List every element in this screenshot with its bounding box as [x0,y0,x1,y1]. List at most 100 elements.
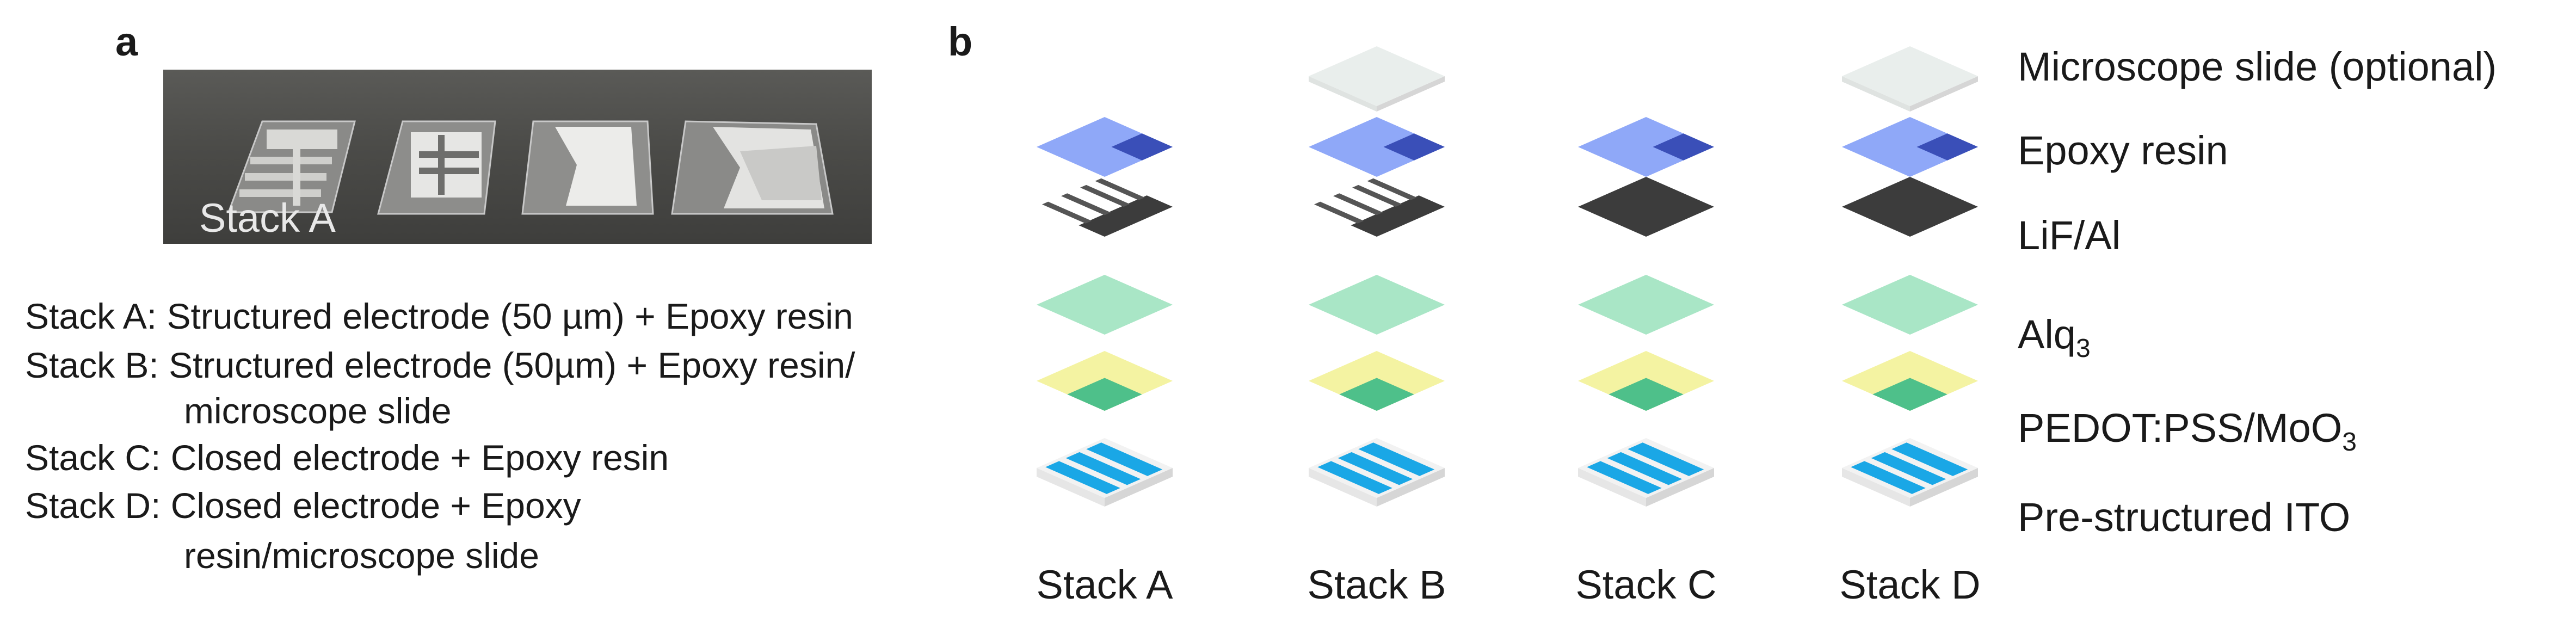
stack-c [1578,117,1714,507]
stack-d-epoxy-overlap [1916,133,1978,161]
stack-b-pedot-overlap [1339,378,1414,411]
legend-name-c: Stack C: [25,437,161,478]
stack-c-epoxy [1578,117,1714,177]
stack-d-alq [1842,275,1978,335]
stack-d-pedot-overlap [1872,378,1948,411]
photo-sample-2 [377,120,496,215]
stack-a-electrode [1042,178,1173,237]
stack-d-ito-stripe-2 [1891,442,1968,476]
photo-sample-3 [521,120,654,215]
layer-label-ito: Pre-structured ITO [2018,497,2350,538]
stack-a-alq [1037,275,1173,335]
stack-b-slide-side-right [1377,76,1445,112]
stack-d-slide-side-right [1910,76,1978,112]
photo-label: Stack A [199,195,336,241]
stack-a-electrode-bar [1079,195,1173,237]
stack-a-alq-top [1037,275,1173,335]
legend-line-a: Stack A: Structured electrode (50 µm) + … [25,298,853,334]
stack-a-ito-stripe-0 [1045,461,1120,494]
stack-b-finger-3 [1367,178,1417,200]
legend-text-a: Structured electrode (50 µm) + Epoxy res… [167,296,853,336]
stack-b-epoxy-top [1309,117,1445,177]
stack-d-electrode [1842,177,1978,237]
layer-label-alq: Alq3 [2018,315,2091,362]
sample-photo: Stack A [163,70,872,244]
stack-a-substrate-side-right [1105,468,1173,507]
legend-text-c: Closed electrode + Epoxy resin [170,437,669,478]
stack-b-finger-2 [1352,184,1402,207]
layer-label-ito-text: Pre-structured ITO [2018,495,2351,540]
stack-d-substrate-side-right [1910,468,1978,507]
photo-sample-4 [671,120,834,215]
stack-b-finger-0 [1314,201,1364,224]
layer-label-slide-text: Microscope slide (optional) [2018,44,2497,89]
stack-label-c: Stack C [1575,562,1716,607]
stack-label-a: Stack A [1037,562,1174,607]
stack-b-alq-top [1309,275,1445,335]
stack-a-epoxy-overlap [1111,133,1173,161]
stack-c-ito-stripe-2 [1628,442,1704,476]
panel-letter-a: a [115,19,138,64]
stacks-group [1037,46,1978,507]
stack-a-finger-2 [1080,184,1130,207]
stack-c-epoxy-overlap [1653,133,1714,161]
legend-name-d: Stack D: [25,485,161,526]
layer-label-epoxy: Epoxy resin [2018,131,2228,171]
stack-b-substrate-side-left [1309,468,1377,507]
layer-label-pedot-text: PEDOT:PSS/MoO [2018,405,2343,451]
stack-b-slide-side-left [1309,76,1377,112]
stack-a-ito-stripe-2 [1086,442,1163,476]
layer-label-lifal-text: LiF/Al [2018,213,2121,258]
stack-a-pedot-overlap [1067,378,1142,411]
stack-b-substrate-side-right [1377,468,1445,507]
stack-a-finger-0 [1042,201,1092,224]
layer-label-pedot: PEDOT:PSS/MoO3 [2018,408,2357,455]
legend-cont-b: microscope slide [184,391,452,431]
stack-b-ito-stripe-1 [1338,452,1413,485]
stack-a-epoxy-top [1037,117,1173,177]
layer-label-lifal: LiF/Al [2018,215,2121,256]
stack-b-ito-stripe-2 [1358,442,1435,476]
legend-line-d: Stack D: Closed electrode + Epoxy [25,488,581,523]
stack-a-finger-1 [1061,193,1111,215]
stack-b-slide [1309,46,1445,112]
stack-c-alq-top [1578,275,1714,335]
stack-a-substrate-side-left [1037,468,1105,507]
stack-b-epoxy [1309,117,1445,177]
stack-a-ito-stripe-1 [1065,452,1141,485]
legend-line-c: Stack C: Closed electrode + Epoxy resin [25,440,669,476]
stack-b-epoxy-overlap [1383,133,1445,161]
stack-c-electrode-top [1578,177,1714,237]
stack-c-pedot-overlap [1609,378,1684,411]
stack-a-epoxy [1037,117,1173,177]
stack-label-d: Stack D [1839,562,1980,607]
stack-c-epoxy-top [1578,117,1714,177]
stack-a [1037,117,1173,507]
stack-c-substrate-side-left [1578,468,1646,507]
stack-c-electrode [1578,177,1714,237]
stack-d-ito-stripe-1 [1871,452,1946,485]
legend-name-b: Stack B: [25,345,159,385]
stack-c-ito-stripe-0 [1587,461,1662,494]
stack-c-substrate-side-right [1646,468,1714,507]
stack-d-epoxy-top [1842,117,1978,177]
stack-d [1842,46,1978,507]
stack-c-ito-stripe-1 [1607,452,1683,485]
layer-label-alq-text: Alq [2018,312,2076,357]
stack-d-epoxy [1842,117,1978,177]
legend-text-d: Closed electrode + Epoxy [170,485,581,526]
stack-b-finger-1 [1333,193,1383,215]
legend-text-b: Structured electrode (50µm) + Epoxy resi… [169,345,855,385]
stack-d-alq-top [1842,275,1978,335]
stack-b-alq [1309,275,1445,335]
stack-b-slide-top [1309,46,1445,106]
stack-d-substrate-side-left [1842,468,1910,507]
stack-a-finger-3 [1095,178,1145,200]
photo-sample-1 [227,120,356,213]
layer-label-slide: Microscope slide (optional) [2018,47,2497,87]
stack-d-slide-side-left [1842,76,1910,112]
legend-cont-d: resin/microscope slide [184,535,539,576]
stack-c-alq [1578,275,1714,335]
layer-label-alq-sub: 3 [2075,334,2091,363]
